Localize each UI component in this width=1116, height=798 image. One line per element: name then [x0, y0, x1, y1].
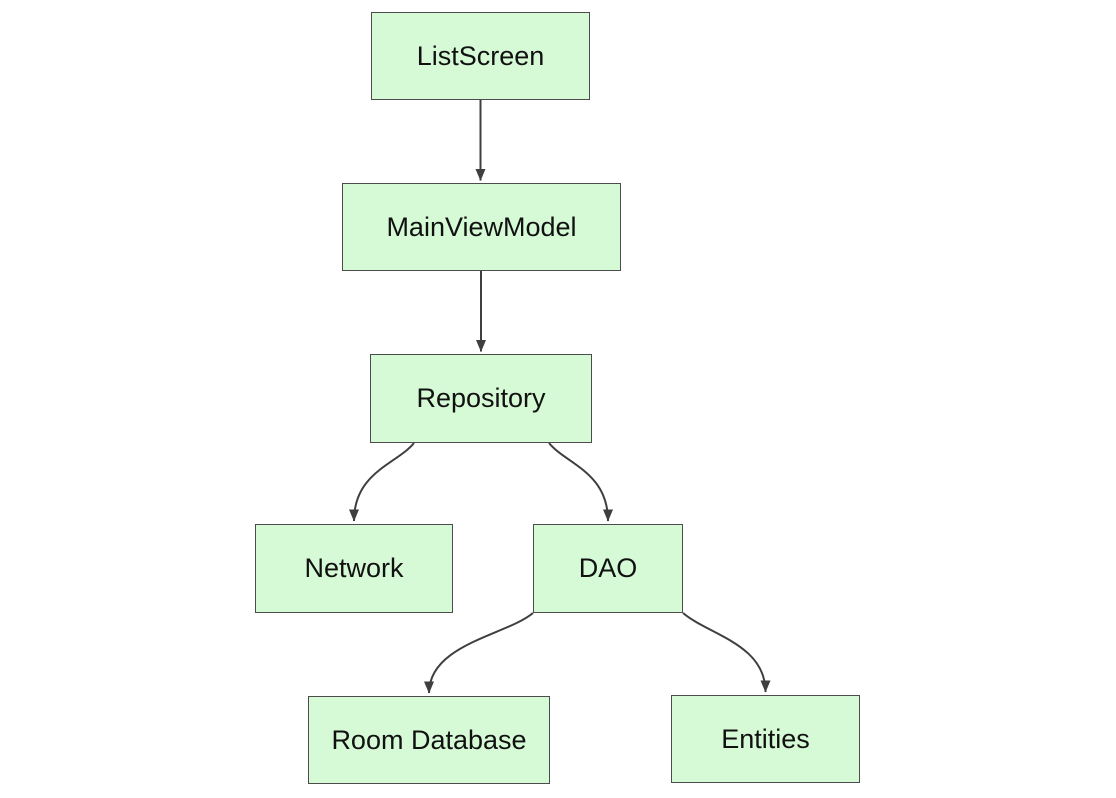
node-repository: Repository: [370, 354, 592, 443]
edge-dao-to-entities: [682, 612, 771, 693]
node-mainviewmodel: MainViewModel: [342, 183, 621, 271]
node-label: Entities: [721, 723, 810, 754]
node-dao: DAO: [533, 524, 683, 613]
edge-repository-to-dao: [548, 442, 613, 522]
node-network: Network: [255, 524, 453, 613]
node-label: ListScreen: [416, 40, 545, 71]
node-entities: Entities: [671, 695, 860, 783]
node-label: DAO: [578, 553, 638, 583]
node-listscreen: ListScreen: [371, 12, 590, 100]
edge-repository-to-network: [349, 442, 415, 522]
node-label: Network: [304, 553, 404, 583]
node-label: Room Database: [331, 724, 527, 755]
node-room-database: Room Database: [308, 696, 550, 784]
node-label: Repository: [416, 383, 546, 413]
node-label: MainViewModel: [386, 211, 577, 242]
edge-dao-to-roomdatabase: [424, 612, 534, 694]
